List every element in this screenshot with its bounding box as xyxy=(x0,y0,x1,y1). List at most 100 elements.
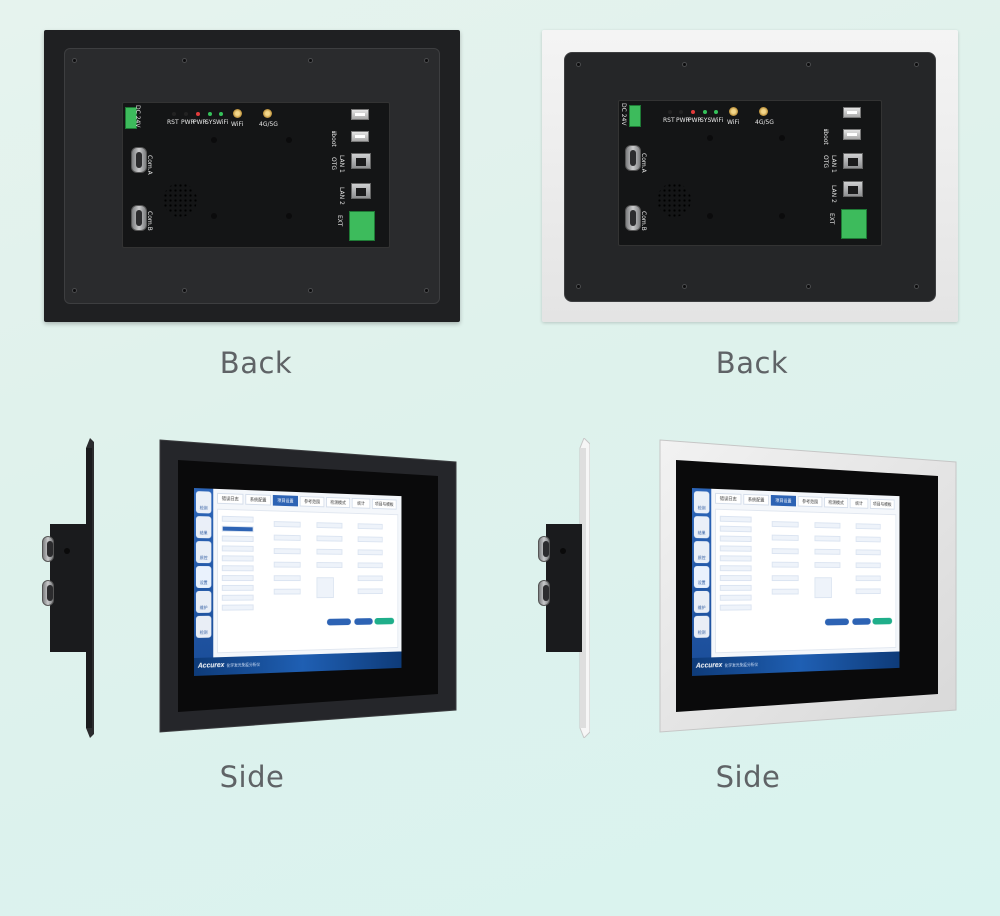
form-field[interactable] xyxy=(814,577,832,599)
tab-templates[interactable]: 项目与模板 xyxy=(869,498,895,510)
form-field[interactable] xyxy=(719,525,752,533)
form-field[interactable] xyxy=(221,604,254,611)
nav-item-detect[interactable]: 检测 xyxy=(195,491,212,514)
form-field[interactable] xyxy=(316,577,334,599)
tab-error-log[interactable]: 错误日志 xyxy=(217,492,244,505)
form-field[interactable] xyxy=(814,548,841,555)
nav-item-qc[interactable]: 质控 xyxy=(195,541,212,564)
screw-icon xyxy=(308,58,313,63)
form-field[interactable] xyxy=(771,534,799,541)
form-field[interactable] xyxy=(719,565,752,572)
form-field[interactable] xyxy=(719,604,752,611)
tab-detect-mode[interactable]: 检测模式 xyxy=(824,496,849,509)
form-field[interactable] xyxy=(357,588,383,595)
form-field[interactable] xyxy=(221,545,254,552)
tab-templates[interactable]: 项目与模板 xyxy=(371,498,397,510)
tab-project-settings[interactable]: 项目设置 xyxy=(770,494,796,507)
nav-item-check[interactable]: 检测 xyxy=(195,615,212,638)
form-field[interactable] xyxy=(771,588,799,595)
form-field[interactable] xyxy=(719,545,752,552)
form-field[interactable] xyxy=(814,535,841,542)
tab-system-config[interactable]: 系统配置 xyxy=(245,493,272,506)
action-button[interactable] xyxy=(824,618,849,626)
screen-black: 检测 结果 质控 设置 维护 检测 错误日志 系统配置 项目设置 参考范围 检测… xyxy=(194,488,402,676)
form-field[interactable] xyxy=(357,562,383,569)
form-field[interactable] xyxy=(273,575,301,582)
nav-item-maintain[interactable]: 维护 xyxy=(195,590,212,613)
nav-item-settings[interactable]: 设置 xyxy=(195,566,212,588)
form-field[interactable] xyxy=(273,521,301,528)
nav-item-detect[interactable]: 检测 xyxy=(693,491,710,514)
form-field[interactable] xyxy=(771,521,799,528)
wifi-antenna-label: WiFi xyxy=(231,121,244,128)
tab-detect-mode[interactable]: 检测模式 xyxy=(326,496,351,509)
form-field[interactable] xyxy=(273,548,301,555)
form-field[interactable] xyxy=(357,523,383,530)
tab-project-settings[interactable]: 项目设置 xyxy=(272,494,298,507)
action-button[interactable] xyxy=(326,618,351,626)
form-field[interactable] xyxy=(316,548,343,555)
action-button[interactable] xyxy=(872,617,893,625)
caption-side-left: Side xyxy=(219,760,285,794)
form-field[interactable] xyxy=(855,575,881,582)
nav-item-qc[interactable]: 质控 xyxy=(693,541,710,564)
wifi-led-label: WiFi xyxy=(711,117,724,124)
form-field[interactable] xyxy=(221,565,254,572)
form-field[interactable] xyxy=(357,575,383,582)
form-field[interactable] xyxy=(316,535,343,542)
form-field[interactable] xyxy=(221,535,254,543)
form-field[interactable] xyxy=(771,575,799,582)
form-field[interactable] xyxy=(273,534,301,541)
form-field[interactable] xyxy=(771,561,799,568)
nav-item-result[interactable]: 结果 xyxy=(195,516,212,539)
nav-item-maintain[interactable]: 维护 xyxy=(693,590,710,613)
action-button[interactable] xyxy=(374,617,395,625)
screw-icon xyxy=(424,288,429,293)
nav-item-check[interactable]: 检测 xyxy=(693,615,710,638)
form-field[interactable] xyxy=(316,562,343,568)
tab-stats[interactable]: 统计 xyxy=(849,497,869,509)
form-field[interactable] xyxy=(719,535,752,543)
form-field[interactable] xyxy=(719,594,752,601)
action-button[interactable] xyxy=(852,618,871,625)
form-field[interactable] xyxy=(273,561,301,568)
dc-label: DC 24V xyxy=(134,105,141,128)
form-field[interactable] xyxy=(855,588,881,595)
form-field[interactable] xyxy=(855,536,881,543)
tab-reference-range[interactable]: 参考范围 xyxy=(797,495,823,508)
com-a-label: Com.A xyxy=(640,153,647,173)
side-housing xyxy=(538,524,582,652)
form-field[interactable] xyxy=(855,523,881,530)
form-field[interactable] xyxy=(719,515,752,523)
form-field[interactable] xyxy=(855,562,881,569)
screw-icon xyxy=(182,58,187,63)
form-field[interactable] xyxy=(273,588,301,595)
form-field[interactable] xyxy=(814,562,841,568)
wifi-led-icon xyxy=(219,112,223,116)
form-field[interactable] xyxy=(719,555,752,562)
form-field[interactable] xyxy=(221,575,254,582)
mount-hole-icon xyxy=(211,213,217,219)
tab-bar: 错误日志 系统配置 项目设置 参考范围 检测模式 统计 项目与模板 xyxy=(715,492,896,511)
tab-system-config[interactable]: 系统配置 xyxy=(743,493,770,506)
tab-stats[interactable]: 统计 xyxy=(351,497,371,509)
form-field[interactable] xyxy=(771,548,799,555)
form-field[interactable] xyxy=(221,525,254,533)
dc-label: DC 24V xyxy=(620,103,627,126)
form-field[interactable] xyxy=(316,522,343,529)
action-button[interactable] xyxy=(354,618,373,625)
tab-reference-range[interactable]: 参考范围 xyxy=(299,495,325,508)
form-field[interactable] xyxy=(855,549,881,556)
tab-error-log[interactable]: 错误日志 xyxy=(715,492,742,505)
form-field[interactable] xyxy=(221,584,254,591)
form-field[interactable] xyxy=(719,584,752,591)
form-field[interactable] xyxy=(221,594,254,601)
form-field[interactable] xyxy=(357,549,383,556)
form-field[interactable] xyxy=(357,536,383,543)
nav-item-result[interactable]: 结果 xyxy=(693,516,710,539)
form-field[interactable] xyxy=(221,515,254,523)
form-field[interactable] xyxy=(719,575,752,582)
form-field[interactable] xyxy=(221,555,254,562)
form-field[interactable] xyxy=(814,522,841,529)
nav-item-settings[interactable]: 设置 xyxy=(693,566,710,588)
